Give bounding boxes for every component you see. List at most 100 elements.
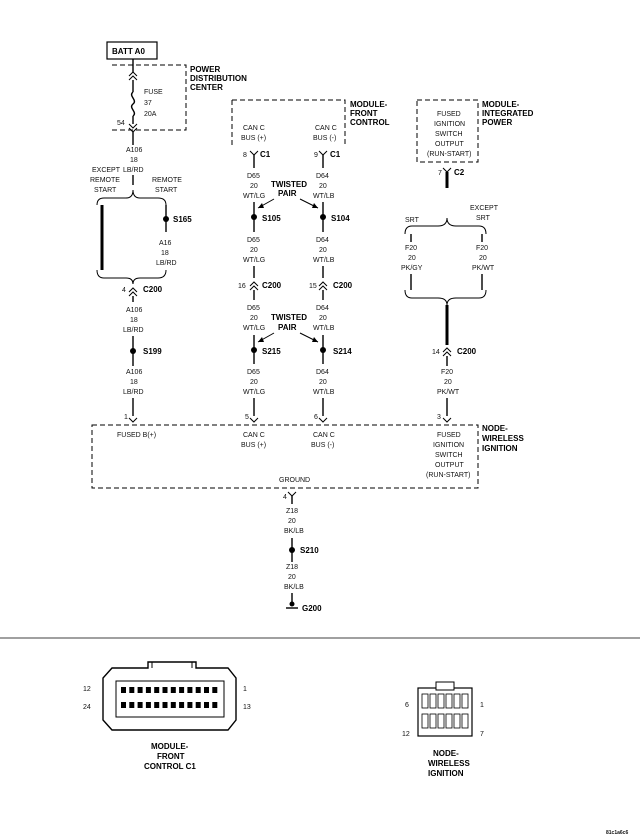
fcm-box <box>231 99 346 146</box>
fcm-pin-cavity <box>121 687 126 693</box>
fcm-connector-face <box>102 661 237 731</box>
win-out-3: SWITCH <box>435 452 463 459</box>
c200-pin-16: 16 <box>238 283 246 290</box>
fcm-pin-cavity <box>121 702 126 708</box>
fcm-pin-cavity <box>145 687 151 693</box>
c200-label-right: C200 <box>333 281 353 290</box>
fcm-pin-9: 9 <box>314 152 318 159</box>
wire-z18-gauge: 20 <box>288 518 296 525</box>
twisted-pair-label-4: PAIR <box>278 323 297 332</box>
wire-a16-color: LB/RD <box>156 260 177 267</box>
wire-d64-gauge-3: 20 <box>319 315 327 322</box>
wire-f20-left-color: PK/GY <box>401 265 423 272</box>
pdc-box <box>112 64 187 131</box>
batt-box <box>106 41 158 60</box>
win-out-4: OUTPUT <box>435 462 465 469</box>
win-conn-pin-12: 12 <box>402 731 410 738</box>
fcm-c1-left: C1 <box>260 150 271 159</box>
win-can-plus: CAN C <box>243 432 265 439</box>
win-can-minus: CAN C <box>313 432 335 439</box>
s199-label: S199 <box>143 347 162 356</box>
wire-d65-code-2: D65 <box>247 237 260 244</box>
fcm-conn-pin-12: 12 <box>83 686 91 693</box>
wire-z18-gauge-2: 20 <box>288 574 296 581</box>
wire-d65-color-2: WT/LG <box>243 257 265 264</box>
win-pin-cavity <box>429 713 437 729</box>
fuse-label: FUSE <box>144 89 163 96</box>
win-pin-cavity <box>437 693 445 709</box>
win-pin-cavity <box>445 713 453 729</box>
remote-1: REMOTE <box>152 177 182 184</box>
pdc-pin: 54 <box>117 120 125 127</box>
fcm-pin-cavity <box>179 687 185 693</box>
s210-label: S210 <box>300 546 319 555</box>
wire-f20-right-code: F20 <box>476 245 488 252</box>
win-pin-cavity <box>437 713 445 729</box>
wire-d65-gauge-4: 20 <box>250 379 258 386</box>
tipm-pin-7: 7 <box>438 170 442 177</box>
except-remote-2: REMOTE <box>90 177 120 184</box>
fcm-label-3: CONTROL <box>350 118 390 127</box>
win-pin-cavity <box>453 713 461 729</box>
wire-d64-color-3: WT/LB <box>313 325 335 332</box>
fcm-pin-cavity <box>154 687 160 693</box>
fcm-pin-cavity <box>187 687 193 693</box>
win-pin-cavity <box>453 693 461 709</box>
remote-2: START <box>155 187 178 194</box>
win-pin-6: 6 <box>314 414 318 421</box>
ground-icon <box>289 601 295 607</box>
fcm-pin-cavity <box>195 687 201 693</box>
pdc-label-3: CENTER <box>190 83 223 92</box>
win-pin-4: 4 <box>283 494 287 501</box>
wire-d64-color-2: WT/LB <box>313 257 335 264</box>
tipm-out-1: FUSED <box>437 111 461 118</box>
fcm-pin-a: CAN C <box>243 125 265 132</box>
win-pin-cavity <box>461 713 469 729</box>
fcm-pin-cavity <box>129 687 135 693</box>
wire-a16-code: A16 <box>159 240 172 247</box>
fcm-pin-cavity <box>212 687 218 693</box>
win-conn-label-3: IGNITION <box>428 769 464 778</box>
wire-f20-left-code: F20 <box>405 245 417 252</box>
fcm-pin-b: CAN C <box>315 125 337 132</box>
tipm-out-2: IGNITION <box>434 121 465 128</box>
win-ground: GROUND <box>279 477 310 484</box>
wire-f20-left-gauge: 20 <box>408 255 416 262</box>
fcm-conn-pin-1: 1 <box>243 686 247 693</box>
fcm-c1-right: C1 <box>330 150 341 159</box>
wire-a106-code-2: A106 <box>126 307 142 314</box>
wire-d64-color-4: WT/LB <box>313 389 335 396</box>
wire-a106-color-2: LB/RD <box>123 327 144 334</box>
win-conn-label-1: NODE- <box>433 749 459 758</box>
wire-d65-color-3: WT/LG <box>243 325 265 332</box>
fcm-conn-pin-24: 24 <box>83 704 91 711</box>
srt-label: SRT <box>405 217 420 224</box>
win-out-2: IGNITION <box>433 442 464 449</box>
fcm-pin-cavity <box>204 702 209 708</box>
document-id: 81c1a6c6 <box>606 830 628 836</box>
pdc-label-2: DISTRIBUTION <box>190 74 247 83</box>
wire-d65-gauge-3: 20 <box>250 315 258 322</box>
tipm-out-3: SWITCH <box>435 131 463 138</box>
fcm-pin-cavity <box>212 702 218 708</box>
twisted-pair-label-3: TWISTED <box>271 313 307 322</box>
fcm-pin-cavity <box>137 687 143 693</box>
wire-d64-code: D64 <box>316 173 329 180</box>
win-connector-face <box>417 681 473 737</box>
splice-s210 <box>289 547 295 553</box>
fcm-pin-cavity <box>170 687 176 693</box>
s215-label: S215 <box>262 347 281 356</box>
wire-f20-code-3: F20 <box>441 369 453 376</box>
c200-pin-4: 4 <box>122 287 126 294</box>
fcm-pin-cavity <box>145 702 151 708</box>
wire-d65-gauge-2: 20 <box>250 247 258 254</box>
except-remote-3: START <box>94 187 117 194</box>
win-pin-cavity <box>421 693 429 709</box>
tipm-out-5: (RUN-START) <box>427 151 471 158</box>
tipm-box <box>416 99 479 163</box>
tipm-label-1: MODULE- <box>482 100 520 109</box>
splice-s215 <box>251 347 257 353</box>
fcm-pin-cavity <box>187 702 193 708</box>
wire-a106-gauge-2: 18 <box>130 317 138 324</box>
